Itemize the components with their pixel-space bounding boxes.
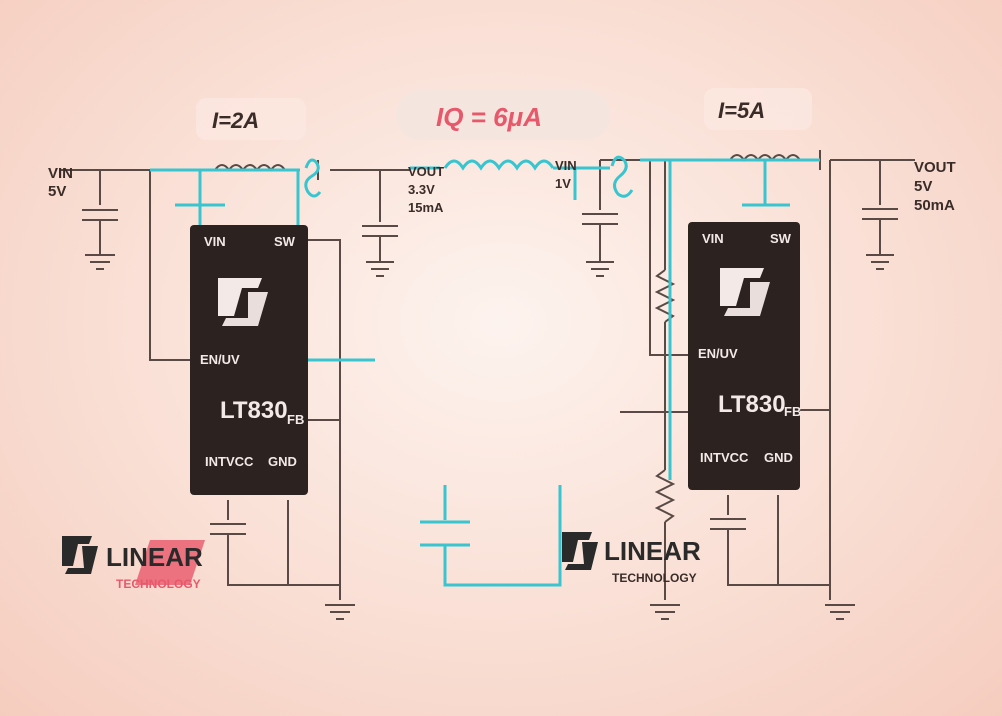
- left-chip-pin-intvcc: INTVCC: [205, 454, 254, 469]
- right-brand-sub: TECHNOLOGY: [612, 571, 697, 585]
- right-regulator-chip: VIN SW EN/UV LT830 FB INTVCC GND: [688, 222, 801, 490]
- left-input-label: VIN 5V: [48, 165, 73, 200]
- left-brand-name: LINEAR: [106, 542, 203, 572]
- right-output-label: VOUT 5V 50mA: [914, 159, 956, 214]
- right-vout-label: VOUT: [914, 159, 956, 176]
- left-vin-voltage: 5V: [48, 183, 66, 200]
- right-chip-pin-sw: SW: [770, 231, 792, 246]
- right-vout-current: 50mA: [914, 197, 955, 214]
- lt-logo-icon: [720, 268, 770, 316]
- left-chip-pin-vin: VIN: [204, 234, 226, 249]
- left-output-label: VOUT 3.3V 15mA: [408, 164, 444, 215]
- right-chip-pin-en: EN/UV: [698, 346, 738, 361]
- right-vin-voltage: 1V: [555, 176, 571, 191]
- right-vin-label: VIN: [555, 158, 577, 173]
- right-brand-logo: LINEAR TECHNOLOGY: [562, 532, 701, 585]
- lt-logo-icon: [218, 278, 268, 326]
- left-chip-part-number: LT830: [220, 397, 288, 424]
- right-chip-part-number: LT830: [718, 391, 786, 418]
- left-brand-sub: TECHNOLOGY: [116, 577, 201, 591]
- right-chip-pin-fb: FB: [784, 404, 801, 419]
- right-input-label: VIN 1V: [555, 158, 577, 191]
- left-vout-voltage: 3.3V: [408, 182, 435, 197]
- quiescent-current-callout: IQ = 6μA: [396, 90, 610, 140]
- right-chip-pin-gnd: GND: [764, 450, 793, 465]
- lt-logo-icon: [62, 536, 98, 574]
- left-vin-label: VIN: [48, 165, 73, 182]
- left-vout-current: 15mA: [408, 200, 444, 215]
- left-chip-pin-fb: FB: [287, 412, 304, 427]
- left-brand-logo: LINEAR TECHNOLOGY: [62, 536, 205, 591]
- right-current-callout: I=5A: [704, 88, 812, 130]
- left-chip-pin-en: EN/UV: [200, 352, 240, 367]
- left-current-text: I=2A: [212, 108, 259, 133]
- left-regulator-chip: VIN SW EN/UV LT830 FB INTVCC GND: [190, 225, 308, 495]
- lt-logo-icon: [562, 532, 598, 570]
- right-current-text: I=5A: [718, 98, 765, 123]
- left-chip-pin-sw: SW: [274, 234, 296, 249]
- right-brand-name: LINEAR: [604, 536, 701, 566]
- left-vout-label: VOUT: [408, 164, 444, 179]
- right-chip-body: [688, 222, 800, 490]
- right-chip-pin-vin: VIN: [702, 231, 724, 246]
- right-vout-voltage: 5V: [914, 178, 932, 195]
- quiescent-current-text: IQ = 6μA: [436, 102, 542, 132]
- right-chip-pin-intvcc: INTVCC: [700, 450, 749, 465]
- left-current-callout: I=2A: [196, 98, 306, 140]
- left-chip-pin-gnd: GND: [268, 454, 297, 469]
